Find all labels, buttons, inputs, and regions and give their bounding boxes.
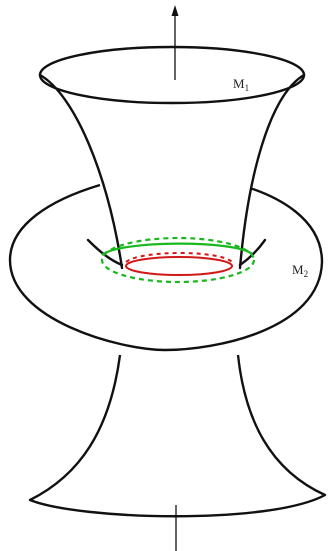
label-m2: M2 xyxy=(292,262,308,279)
upper-rim xyxy=(38,45,306,105)
upper-funnel-fill xyxy=(40,75,305,265)
upper-funnel-left-wall xyxy=(38,73,124,270)
throat-circle-front xyxy=(125,256,233,276)
arrow-up-icon xyxy=(171,5,179,16)
torus-hole-right-lip xyxy=(238,238,267,267)
label-m1: M1 xyxy=(233,76,249,93)
upper-funnel-right-wall xyxy=(238,73,306,270)
collar-circle xyxy=(100,236,256,284)
lower-funnel xyxy=(28,354,327,518)
collar-circle-solid-front xyxy=(101,242,253,256)
